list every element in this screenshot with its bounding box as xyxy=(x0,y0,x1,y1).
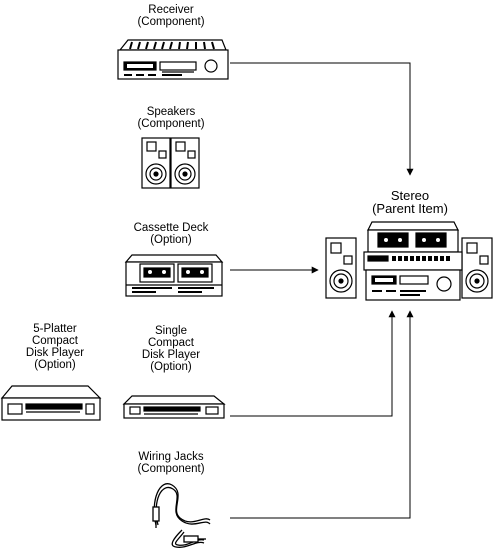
single-cd-icon xyxy=(122,395,226,419)
wiring-name: Wiring Jacks xyxy=(138,451,204,463)
receiver-connector xyxy=(230,62,414,176)
stereo-type: (Parent Item) xyxy=(372,201,448,216)
cassette-type: (Option) xyxy=(150,234,192,246)
speakers-label: Speakers (Component) xyxy=(118,106,224,130)
wiring-label: Wiring Jacks (Component) xyxy=(118,451,224,475)
receiver-type: (Component) xyxy=(137,16,205,28)
single-cd-line1: Single xyxy=(155,325,187,337)
single-cd-line2: Compact xyxy=(147,337,195,349)
receiver-label: Receiver (Component) xyxy=(118,4,224,28)
stereo-name: Stereo xyxy=(390,188,430,203)
stereo-label: Stereo (Parent Item) xyxy=(352,189,468,215)
five-platter-label: 5-Platter Compact Disk Player (Option) xyxy=(0,323,110,371)
five-platter-line1: 5-Platter xyxy=(33,323,77,335)
cassette-name: Cassette Deck xyxy=(133,222,209,234)
five-platter-line2: Compact xyxy=(31,335,79,347)
wiring-type: (Component) xyxy=(137,463,205,475)
speakers-icon xyxy=(141,137,200,189)
stereo-icon xyxy=(325,221,493,301)
five-platter-type: (Option) xyxy=(34,359,76,371)
five-platter-line3: Disk Player xyxy=(25,347,85,359)
single-cd-connector xyxy=(230,310,396,417)
speakers-type: (Component) xyxy=(137,118,205,130)
single-cd-label: Single Compact Disk Player (Option) xyxy=(118,325,224,373)
cassette-label: Cassette Deck (Option) xyxy=(118,222,224,246)
wiring-jacks-icon xyxy=(152,483,211,548)
receiver-icon xyxy=(117,39,229,80)
cassette-deck-icon xyxy=(124,254,224,297)
speakers-name: Speakers xyxy=(146,106,196,118)
single-cd-type: (Option) xyxy=(150,361,192,373)
five-platter-cd-icon xyxy=(0,385,102,421)
receiver-name: Receiver xyxy=(148,4,194,16)
wiring-connector xyxy=(230,310,414,519)
single-cd-line3: Disk Player xyxy=(141,349,201,361)
